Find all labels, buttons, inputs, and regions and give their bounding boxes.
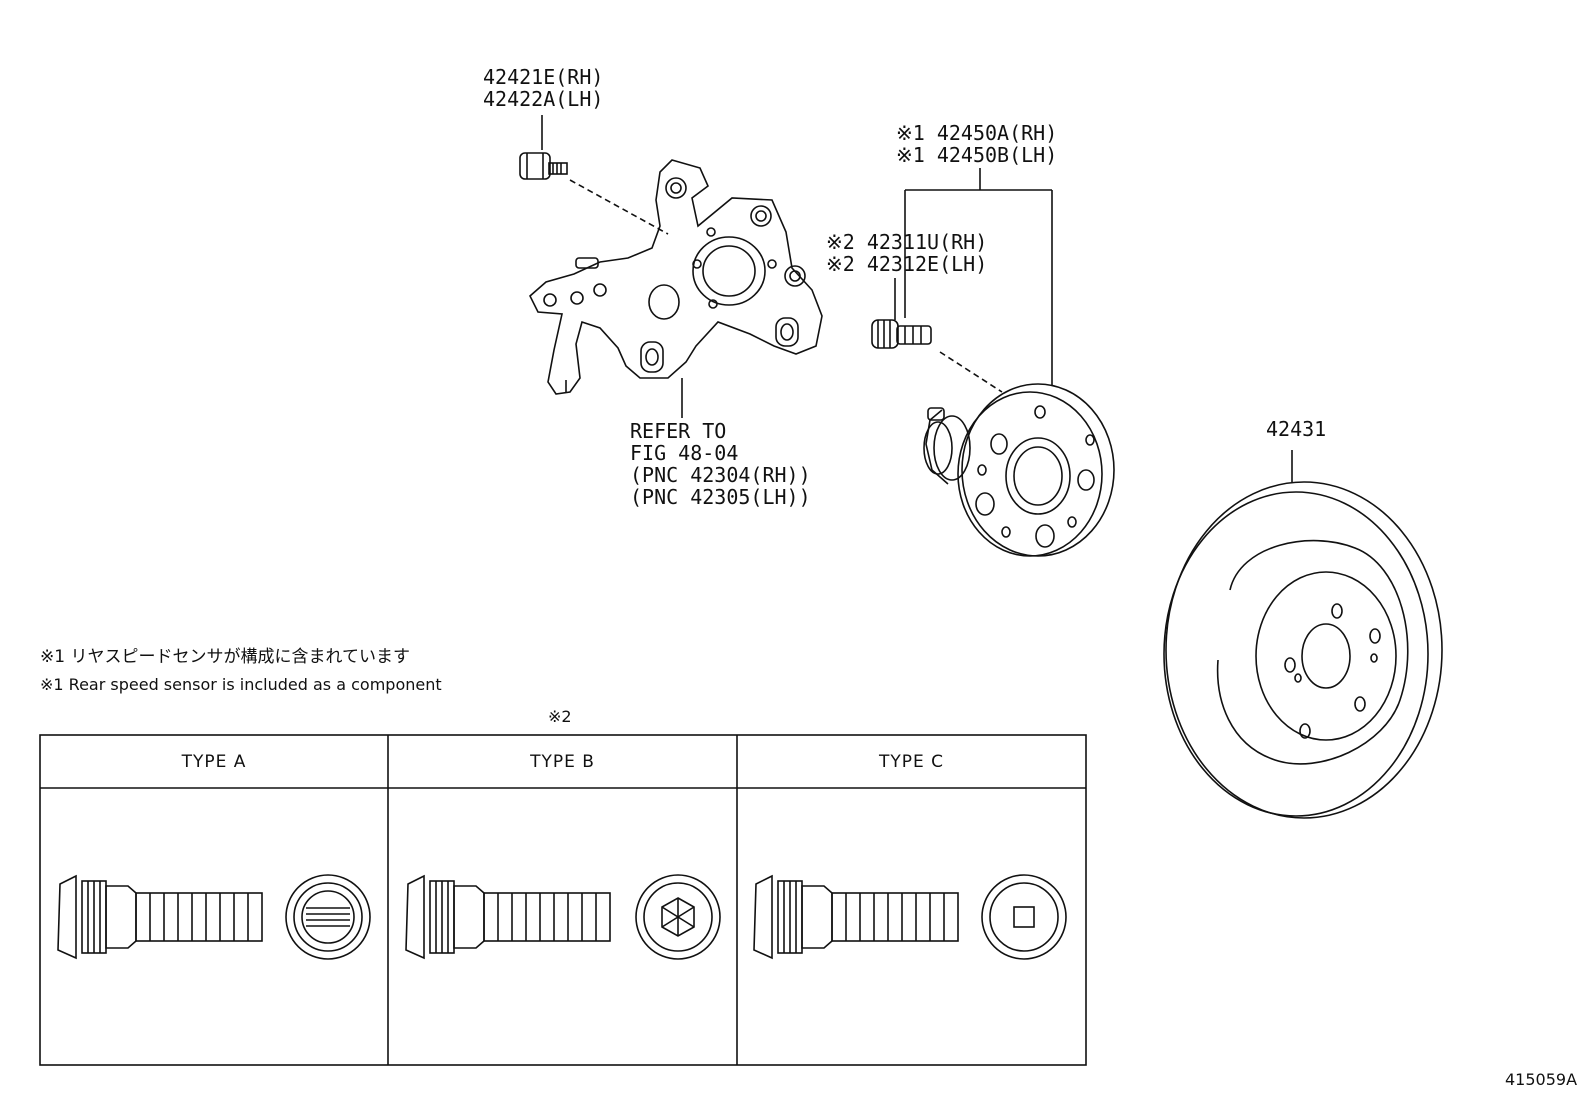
type-c-stud	[753, 874, 1067, 960]
note-english: ※1 Rear speed sensor is included as a co…	[40, 675, 442, 694]
refer-line-3: (PNC 42304(RH))	[630, 463, 811, 487]
refer-line-4: (PNC 42305(LH))	[630, 485, 811, 509]
type-b-stud	[405, 874, 721, 960]
figure-id: 415059A	[1505, 1070, 1578, 1089]
refer-line-2: FIG 48-04	[630, 441, 739, 465]
label-hub-lh: ※1 42450B(LH)	[896, 143, 1058, 167]
type-table	[39, 734, 1087, 1066]
label-stud-lh: ※2 42312E(LH)	[826, 252, 988, 276]
brake-disc	[1163, 450, 1443, 819]
type-a-stud	[57, 874, 371, 960]
knuckle-bolt	[519, 115, 669, 235]
note-japanese: ※1 リヤスピードセンサが構成に含まれています	[40, 647, 410, 667]
label-knuckle-bolt-rh: 42421E(RH)	[483, 65, 604, 89]
label-hub-rh: ※1 42450A(RH)	[896, 121, 1058, 145]
label-knuckle-bolt-lh: 42422A(LH)	[483, 87, 604, 111]
type-b-header: TYPE B	[530, 752, 595, 772]
hub-bearing	[923, 383, 1115, 557]
hub-bolt	[871, 278, 1003, 393]
table-mark: ※2	[548, 707, 572, 726]
hub-leader	[904, 168, 1053, 386]
type-c-header: TYPE C	[878, 752, 945, 772]
label-disc: 42431	[1266, 417, 1327, 441]
refer-line-1: REFER TO	[630, 419, 727, 443]
type-a-header: TYPE A	[181, 752, 247, 772]
label-stud-rh: ※2 42311U(RH)	[826, 230, 988, 254]
steering-knuckle	[529, 159, 823, 418]
